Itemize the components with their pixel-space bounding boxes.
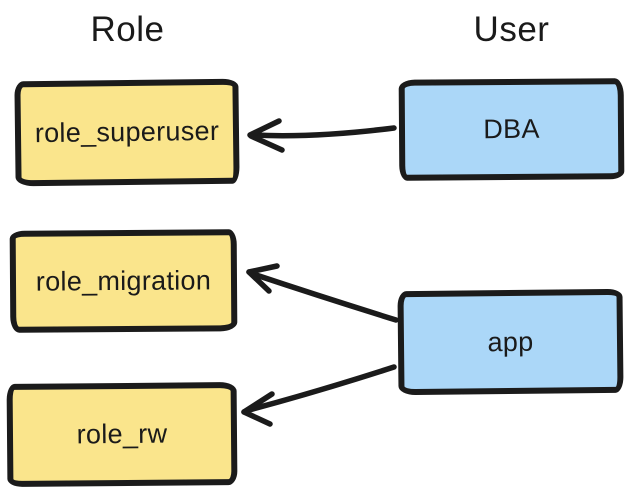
node-user-dba-label: DBA <box>483 113 540 145</box>
node-role-rw-label: role_rw <box>76 418 168 450</box>
column-header-role: Role <box>90 10 165 49</box>
node-role-superuser-label: role_superuser <box>34 115 220 149</box>
arrow-app-to-role-migration <box>246 263 399 323</box>
node-user-dba: DBA <box>398 78 625 181</box>
arrow-dba-to-role-superuser <box>247 118 397 153</box>
node-role-migration-label: role_migration <box>35 264 212 297</box>
column-header-user: User <box>473 10 550 49</box>
node-role-superuser: role_superuser <box>14 78 240 187</box>
node-role-rw: role_rw <box>6 381 238 488</box>
node-role-migration: role_migration <box>9 229 238 333</box>
node-user-app: app <box>397 288 624 396</box>
node-user-app-label: app <box>487 326 534 357</box>
arrow-app-to-role-rw <box>241 364 397 427</box>
